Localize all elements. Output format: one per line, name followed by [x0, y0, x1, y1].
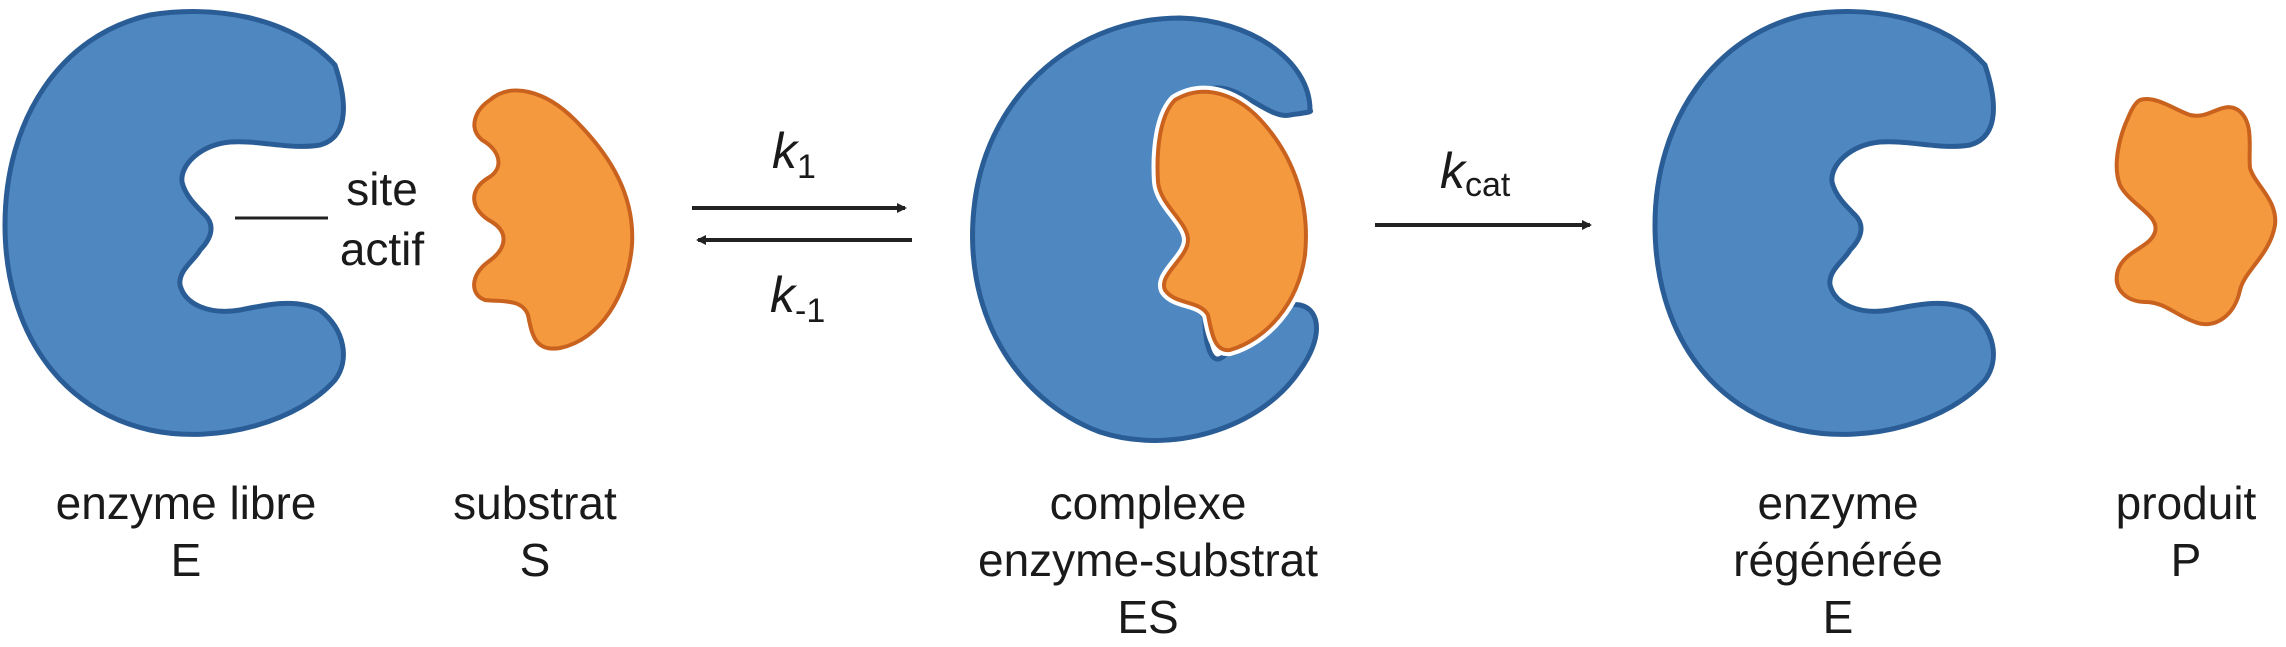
free-enzyme-name: enzyme libre	[56, 477, 317, 529]
reverse-rate-label: k-1	[770, 267, 825, 330]
product-symbol: P	[2171, 534, 2202, 586]
substrate-symbol: S	[520, 534, 551, 586]
free-enzyme-shape	[2, 9, 346, 437]
active-site-label-line1: site	[346, 163, 418, 215]
substrate-name: substrat	[453, 477, 617, 529]
active-site-label-line2: actif	[340, 223, 425, 275]
complex-name-line2: enzyme-substrat	[978, 534, 1318, 586]
regenerated-enzyme-shape	[1652, 9, 1996, 437]
bound-substrate-shape	[1151, 85, 1312, 357]
regenerated-enzyme-symbol: E	[1823, 591, 1854, 643]
regenerated-enzyme-name-line2: régénérée	[1733, 534, 1943, 586]
substrate-shape	[472, 88, 635, 351]
complex-name-line1: complexe	[1050, 477, 1247, 529]
regenerated-enzyme-name-line1: enzyme	[1757, 477, 1918, 529]
forward-rate-label: k1	[772, 123, 816, 186]
product-shape	[2114, 97, 2278, 327]
catalytic-rate-label: kcat	[1440, 143, 1511, 204]
free-enzyme-symbol: E	[171, 534, 202, 586]
product-name: produit	[2116, 477, 2257, 529]
complex-symbol: ES	[1117, 591, 1178, 643]
